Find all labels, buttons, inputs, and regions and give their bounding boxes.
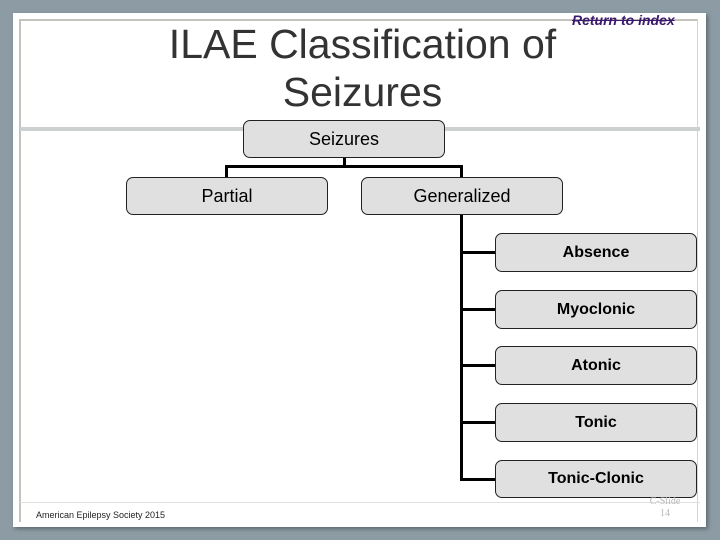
node-tonic-clonic: Tonic-Clonic — [495, 460, 697, 498]
node-seizures: Seizures — [243, 120, 445, 158]
slide-title: ILAE Classification of Seizures — [168, 21, 557, 115]
node-atonic: Atonic — [495, 346, 697, 385]
node-partial: Partial — [126, 177, 328, 215]
node-generalized: Generalized — [361, 177, 563, 215]
connector — [460, 308, 496, 311]
node-myoclonic: Myoclonic — [495, 290, 697, 329]
connector — [460, 251, 496, 254]
slide-number-value: 14 — [660, 508, 670, 519]
connector — [460, 213, 463, 481]
connector — [460, 421, 496, 424]
connector — [225, 165, 228, 178]
node-absence: Absence — [495, 233, 697, 272]
slide-label: C-Slide — [649, 496, 681, 507]
slide-number: C-Slide 14 — [640, 496, 690, 520]
connector — [343, 157, 346, 167]
node-tonic: Tonic — [495, 403, 697, 442]
slide-frame — [19, 19, 698, 522]
footer-rule — [20, 502, 700, 503]
footer-credit: American Epilepsy Society 2015 — [36, 510, 166, 520]
connector — [460, 165, 463, 178]
connector — [460, 364, 496, 367]
connector — [460, 478, 496, 481]
return-to-index-link[interactable]: Return to index — [572, 12, 675, 28]
connector — [225, 165, 463, 168]
